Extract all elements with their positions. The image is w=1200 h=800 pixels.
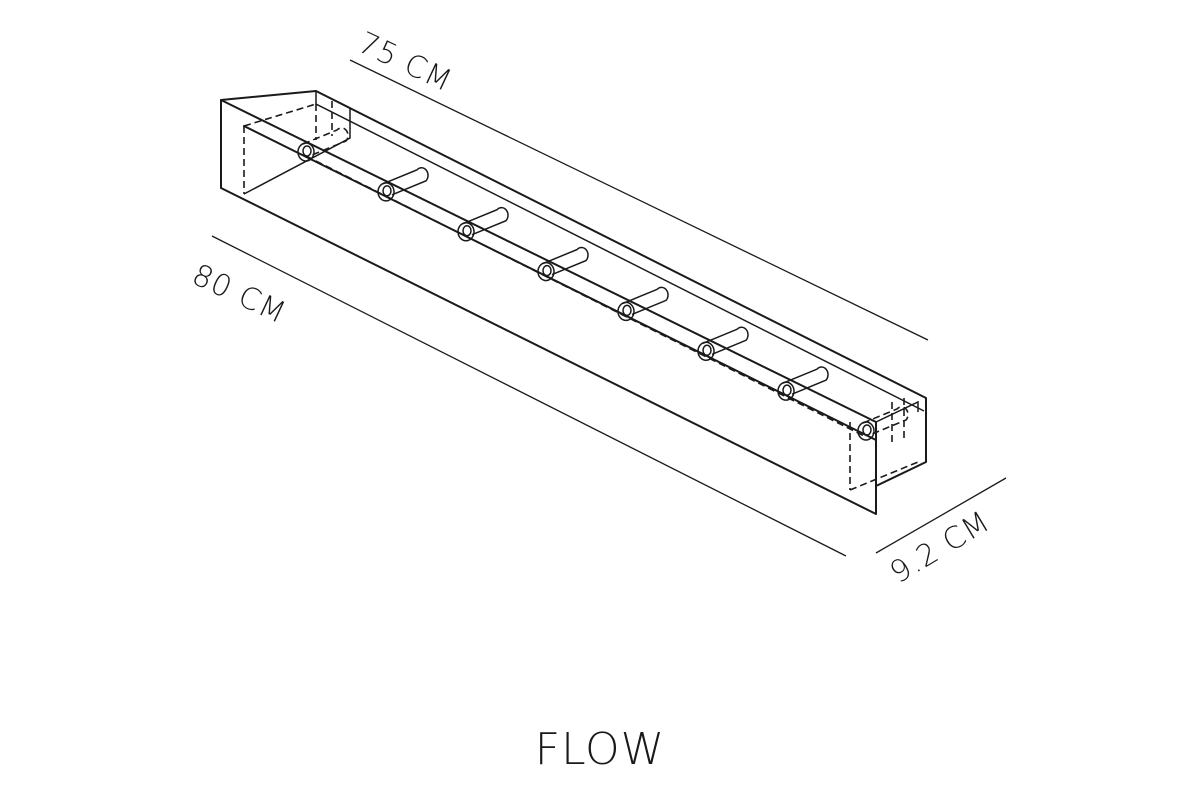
hook-5 bbox=[617, 286, 669, 322]
hook-screw bbox=[622, 304, 632, 317]
depth-dimension-line bbox=[875, 477, 1007, 554]
hook-3 bbox=[457, 206, 509, 242]
hook-peg bbox=[302, 127, 349, 156]
hook-peg bbox=[462, 206, 509, 236]
left-side-panel bbox=[243, 90, 351, 195]
hook-2 bbox=[377, 167, 429, 202]
hook-peg bbox=[542, 246, 589, 276]
hook-6 bbox=[697, 326, 749, 362]
hook-7 bbox=[777, 366, 829, 401]
hook-peg bbox=[622, 286, 669, 316]
hook-screw bbox=[302, 145, 312, 157]
hook-peg bbox=[382, 167, 429, 196]
hooks bbox=[297, 127, 909, 441]
front-dimension-line bbox=[211, 235, 847, 557]
hook-1 bbox=[297, 127, 349, 162]
hook-screw bbox=[382, 185, 392, 197]
top-length-label: 75 CM bbox=[353, 26, 458, 100]
hook-base bbox=[537, 261, 555, 282]
hook-base bbox=[697, 341, 715, 362]
top-dimension-line bbox=[349, 59, 929, 341]
depth-label: 9.2 CM bbox=[884, 504, 996, 591]
hook-base bbox=[777, 381, 795, 401]
hook-base bbox=[617, 301, 635, 322]
hook-peg bbox=[702, 326, 749, 355]
hook-peg bbox=[782, 366, 829, 395]
hook-screw bbox=[702, 344, 712, 357]
hook-screw bbox=[862, 424, 872, 436]
hook-screw bbox=[782, 384, 792, 396]
hook-base bbox=[377, 182, 395, 202]
hook-base bbox=[297, 142, 315, 162]
product-title: FLOW bbox=[534, 724, 666, 775]
hook-8 bbox=[857, 406, 909, 441]
hook-screw bbox=[462, 224, 472, 237]
front-rail-edge bbox=[243, 125, 877, 441]
right-side-panel bbox=[849, 398, 919, 491]
hook-base bbox=[457, 221, 475, 242]
hook-peg bbox=[862, 406, 909, 435]
hook-base bbox=[857, 421, 875, 441]
hook-4 bbox=[537, 246, 589, 282]
front-panel bbox=[220, 99, 877, 515]
hook-screw bbox=[542, 264, 552, 277]
